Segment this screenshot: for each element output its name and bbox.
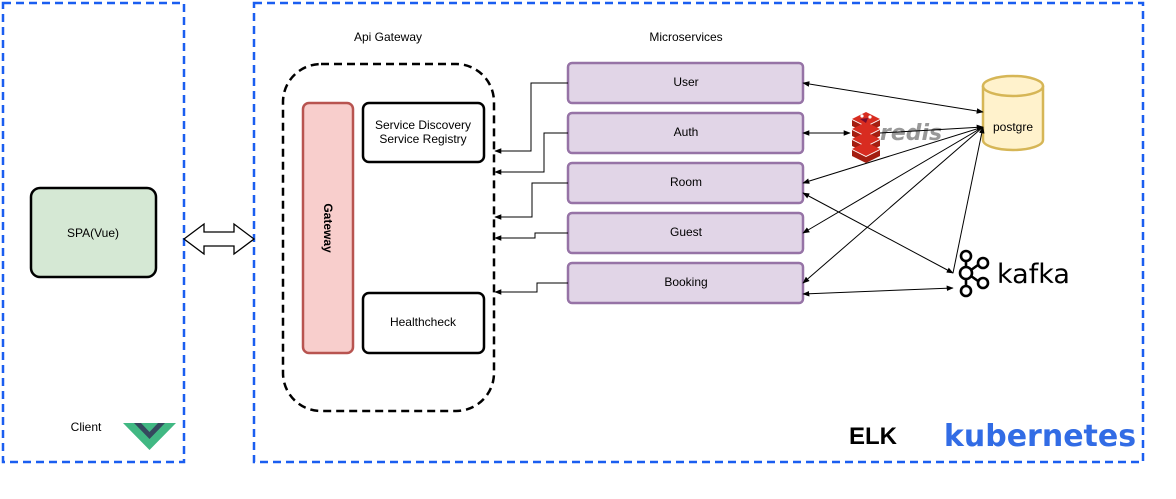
service-guest-label: Guest — [670, 225, 703, 239]
redis-logo-icon — [852, 112, 880, 163]
redis-label: redis — [880, 121, 942, 146]
service-discovery-label: Service Discovery — [375, 118, 471, 132]
gateway-box — [301, 101, 355, 355]
service-user-label: User — [673, 75, 698, 89]
kafka-logo-icon — [958, 249, 990, 298]
gateway-label: Gateway — [321, 203, 335, 253]
service-to-gateway-connectors — [494, 82, 568, 295]
service-guest: Guest — [566, 211, 805, 255]
kubernetes-label: kubernetes — [944, 419, 1136, 454]
service-room-label: Room — [670, 175, 702, 189]
service-user: User — [566, 61, 805, 105]
postgres-label: postgre — [993, 120, 1033, 134]
kafka-label: kafka — [997, 259, 1070, 290]
postgres-database-icon — [981, 74, 1045, 152]
client-boundary — [1, 1, 186, 464]
service-booking-label: Booking — [664, 275, 707, 289]
service-auth-label: Auth — [674, 125, 699, 139]
cluster-boundary — [252, 1, 1145, 464]
service-auth: Auth — [566, 111, 805, 155]
service-discovery-box — [361, 101, 486, 164]
client-gateway-arrow — [182, 222, 256, 256]
service-to-datastore-connectors — [802, 81, 985, 297]
client-label: Client — [71, 420, 102, 434]
service-registry-label: Service Registry — [379, 132, 466, 146]
api-gateway-group — [281, 62, 496, 413]
service-room: Room — [566, 161, 805, 205]
spa-box — [29, 186, 158, 279]
healthcheck-label: Healthcheck — [390, 315, 457, 329]
service-booking: Booking — [566, 261, 805, 305]
microservices-title: Microservices — [649, 30, 722, 44]
spa-label: SPA(Vue) — [67, 226, 119, 240]
elk-label: ELK — [849, 423, 898, 450]
vue-logo-icon — [123, 423, 176, 450]
healthcheck-box — [361, 291, 486, 355]
api-gateway-title: Api Gateway — [354, 30, 422, 44]
